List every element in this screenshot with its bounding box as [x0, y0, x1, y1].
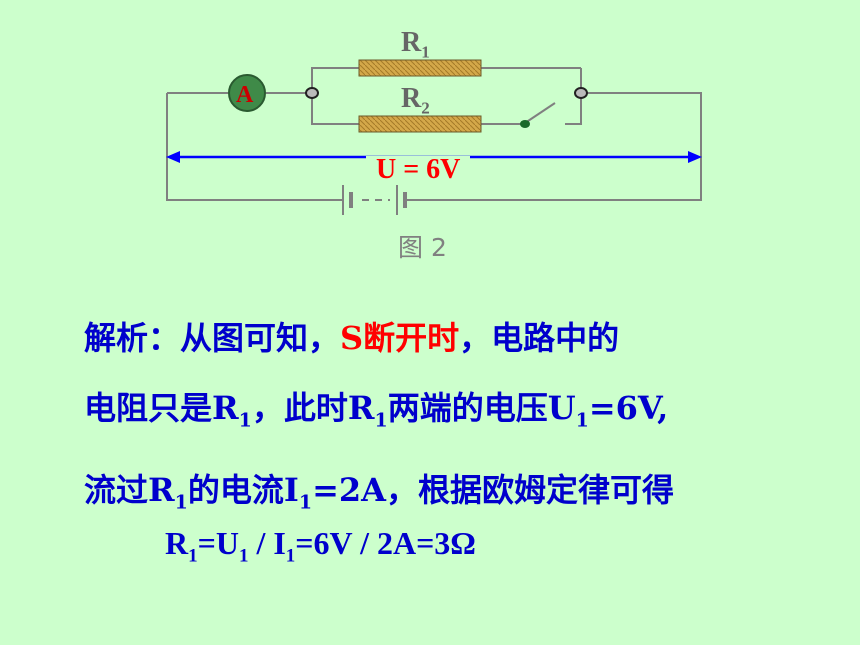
figure-caption: 图 2	[398, 233, 447, 262]
switch-open-highlight: S断开时	[340, 319, 460, 357]
junction-right	[574, 87, 588, 99]
circuit-diagram	[166, 59, 702, 215]
resistor-r1	[358, 59, 482, 77]
analysis-line-3: 流过R1的电流I1=2A，根据欧姆定律可得	[84, 471, 674, 514]
analysis-line-2: 电阻只是R1，此时R1两端的电压U1=6V,	[84, 389, 669, 432]
ammeter-label: A	[236, 82, 254, 108]
battery-icon	[342, 185, 407, 215]
analysis-text: 解析：从图可知，S断开时，电路中的 电阻只是R1，此时R1两端的电压U1=6V,…	[84, 303, 674, 538]
analysis-line-1: 解析：从图可知，S断开时，电路中的	[84, 319, 620, 357]
resistor-r2-label: R2	[401, 83, 430, 118]
ohm-formula: R1=U1 / I1=6V / 2A=3Ω	[165, 525, 476, 567]
resistor-r2	[358, 115, 482, 133]
resistor-r1-label: R1	[401, 27, 430, 62]
junction-left	[305, 87, 319, 99]
voltage-label: U = 6V	[366, 156, 471, 184]
ammeter-icon	[228, 74, 266, 112]
circuit-wires	[166, 67, 702, 201]
switch-pivot	[520, 120, 530, 128]
